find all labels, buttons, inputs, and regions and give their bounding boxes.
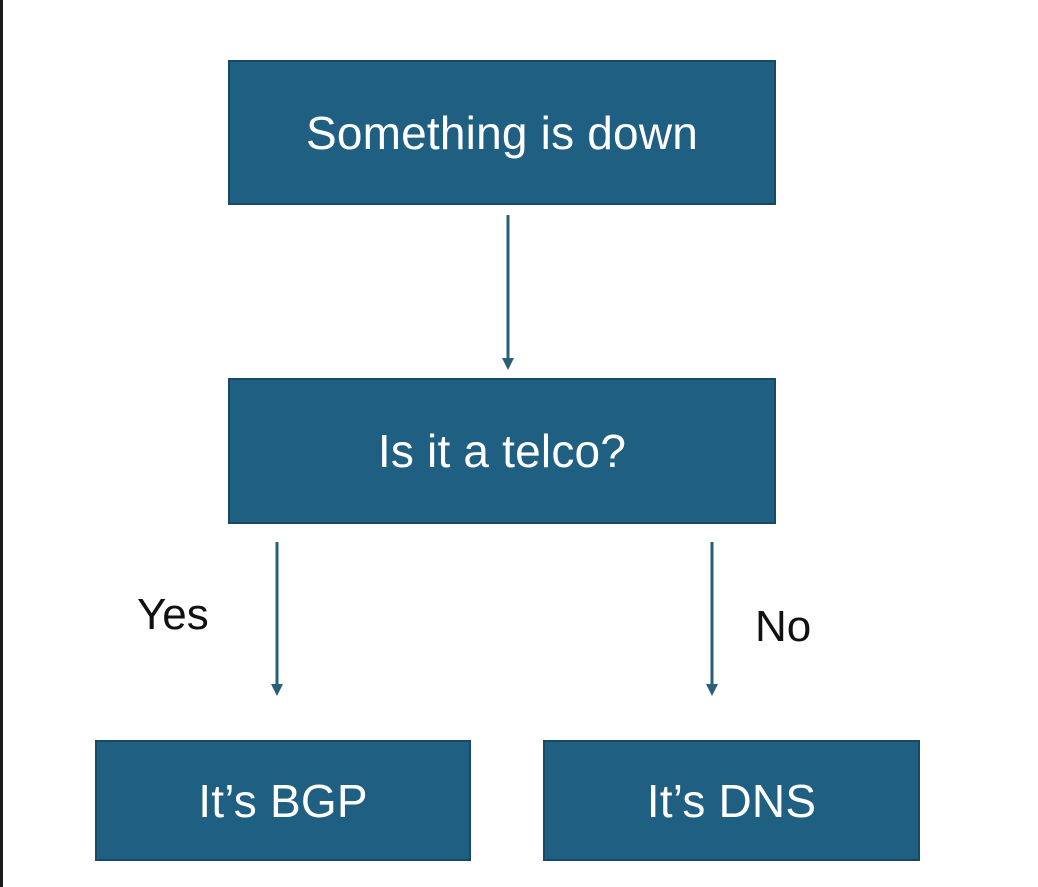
node-its-dns: It’s DNS [543,740,920,861]
node-label-start: Something is down [305,106,699,159]
left-border-line [0,0,3,887]
node-is-it-a-telco: Is it a telco? [228,378,776,524]
edge-label-yes: Yes [137,590,209,639]
node-something-is-down: Something is down [228,60,776,205]
node-its-bgp: It’s BGP [95,740,471,861]
node-label-dns: It’s DNS [646,774,817,827]
edge-label-no: No [755,602,812,651]
node-label-bgp: It’s BGP [198,774,368,827]
node-label-question: Is it a telco? [377,425,627,477]
